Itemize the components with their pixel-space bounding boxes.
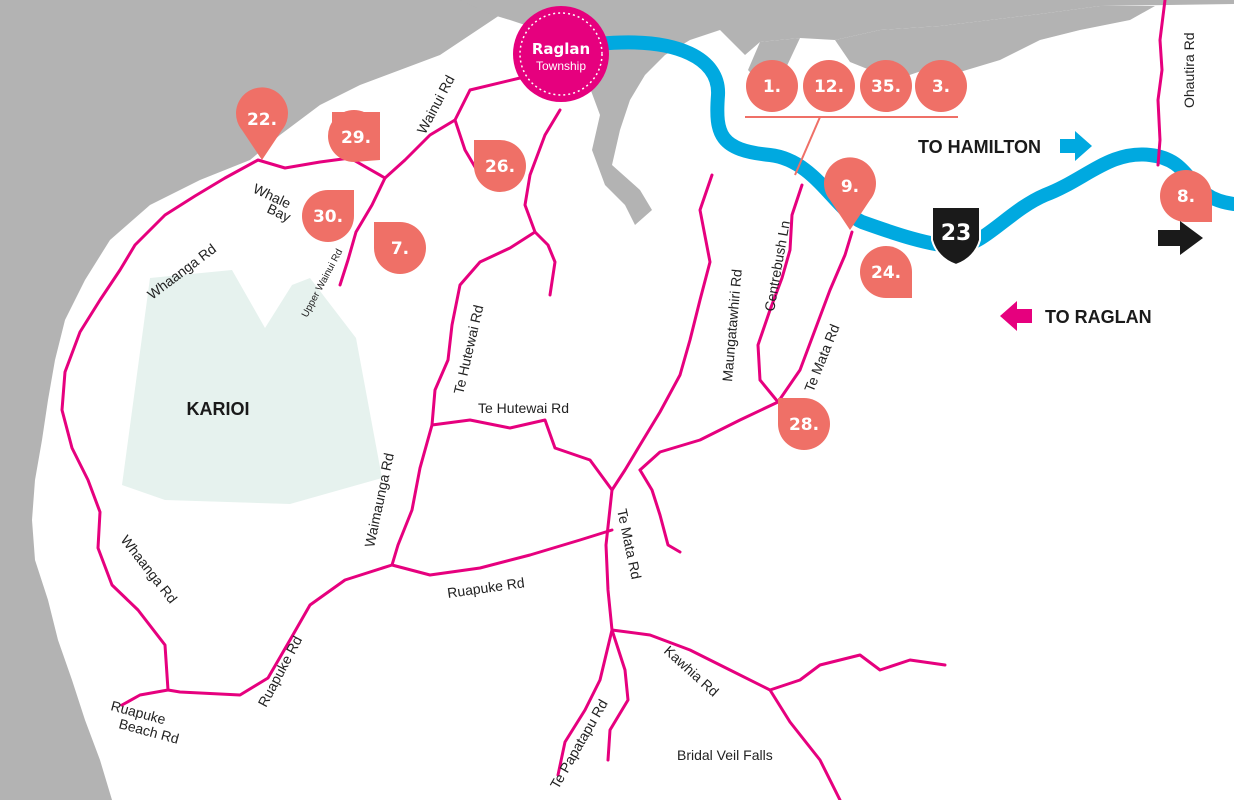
township-circle xyxy=(513,6,609,102)
marker-label: 35. xyxy=(871,77,901,97)
road-te-mata-south xyxy=(556,488,614,777)
marker-26[interactable]: 26. xyxy=(474,140,526,192)
marker-pin-body xyxy=(328,110,380,162)
marker-pin xyxy=(1160,170,1212,222)
marker-30[interactable]: 30. xyxy=(302,190,354,242)
marker-pin xyxy=(824,157,877,230)
marker-24[interactable]: 24. xyxy=(860,246,912,298)
marker-8[interactable]: 8. xyxy=(1160,170,1212,222)
marker-22[interactable]: 22. xyxy=(236,87,288,160)
road-te-hutewai-east xyxy=(430,418,614,492)
marker-pin xyxy=(236,87,288,160)
marker-label: 28. xyxy=(789,415,819,435)
marker-circle xyxy=(860,60,912,112)
marker-3[interactable]: 3. xyxy=(915,60,967,112)
shield-shape xyxy=(931,206,981,267)
road-kawhia-east xyxy=(768,653,947,692)
marker-28[interactable]: 28. xyxy=(778,398,830,450)
label-ohautira-rd: Ohautira Rd xyxy=(1181,33,1197,108)
label-bridal-veil-falls: Bridal Veil Falls xyxy=(677,747,773,763)
sea-west xyxy=(0,0,520,800)
arrow-east-icon xyxy=(1158,221,1203,255)
marker-label: 8. xyxy=(1177,187,1195,207)
to-hamilton-label: TO HAMILTON xyxy=(918,137,1041,157)
marker-pin xyxy=(302,190,354,242)
highway-23 xyxy=(591,35,1234,254)
to-raglan-label: TO RAGLAN xyxy=(1045,307,1152,327)
to-hamilton[interactable]: TO HAMILTON xyxy=(918,131,1092,161)
marker-circle xyxy=(803,60,855,112)
karioi-park xyxy=(122,270,382,504)
marker-12[interactable]: 12. xyxy=(803,60,855,112)
marker-label: 30. xyxy=(313,207,343,227)
sea-inlet-east-2 xyxy=(835,6,1155,80)
road-te-papatapu xyxy=(606,628,630,762)
road-ohautira xyxy=(1156,0,1167,167)
label-te-hutewai-rd-horizontal: Te Hutewai Rd xyxy=(478,400,569,416)
marker-9[interactable]: 9. xyxy=(824,157,877,230)
township-title: Raglan xyxy=(532,40,590,58)
marker-label: 24. xyxy=(871,263,901,283)
karioi-label: KARIOI xyxy=(187,399,250,419)
road-centrebush xyxy=(756,183,804,404)
road-kawhia xyxy=(610,628,842,800)
sea-harbour-north xyxy=(460,0,1234,225)
marker-circle xyxy=(915,60,967,112)
marker-label: 26. xyxy=(485,157,515,177)
marker-circle xyxy=(746,60,798,112)
marker-pin xyxy=(474,140,526,192)
marker-label: 9. xyxy=(841,177,859,197)
township-subtitle: Township xyxy=(536,59,586,73)
road-te-mata-ne xyxy=(638,230,854,472)
marker-7[interactable]: 7. xyxy=(374,222,426,274)
road-to-26 xyxy=(453,118,480,174)
marker-pin xyxy=(374,222,426,274)
marker-label: 7. xyxy=(391,239,409,259)
marker-label: 12. xyxy=(814,77,844,97)
marker-pin xyxy=(778,398,830,450)
to-raglan[interactable]: TO RAGLAN xyxy=(1000,301,1152,331)
marker-label: 22. xyxy=(247,110,277,130)
road-ruapuke-mid xyxy=(390,528,614,577)
marker-group-pointer xyxy=(794,116,821,176)
arrow-left-icon xyxy=(1000,301,1032,331)
highway-23-shield: 23 xyxy=(931,206,981,267)
road-te-mata-spur xyxy=(638,468,682,554)
marker-1[interactable]: 1. xyxy=(746,60,798,112)
road-upper-wainui xyxy=(338,176,387,287)
raglan-township-badge[interactable]: Raglan Township xyxy=(513,6,609,102)
marker-29[interactable]: 29. xyxy=(328,110,380,162)
marker-label: 29. xyxy=(341,128,371,148)
road-coast-whaanga xyxy=(60,156,387,692)
road-ruapuke xyxy=(120,563,394,707)
road-te-mata-north xyxy=(610,173,714,492)
marker-35[interactable]: 35. xyxy=(860,60,912,112)
marker-pin xyxy=(860,246,912,298)
roads-layer xyxy=(60,0,1167,800)
marker-label: 1. xyxy=(763,77,781,97)
road-te-hutewai-west xyxy=(430,230,537,427)
road-waimaunga xyxy=(390,423,434,567)
arrow-right-icon xyxy=(1060,131,1092,161)
road-te-hutewai-main xyxy=(523,108,562,297)
shield-number: 23 xyxy=(941,221,972,246)
township-dotted-ring xyxy=(519,12,603,96)
marker-label: 3. xyxy=(932,77,950,97)
